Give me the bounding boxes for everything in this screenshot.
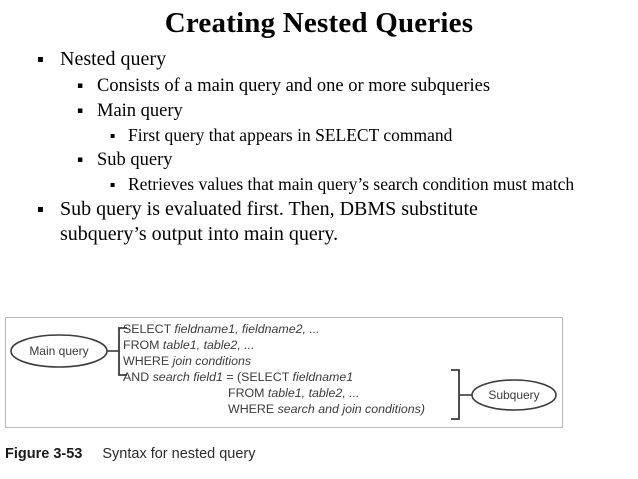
- bullet-marker-icon: ▪: [77, 81, 84, 91]
- bullet-text: Sub query: [97, 150, 173, 170]
- bullet-text: Consists of a main query and one or more…: [97, 76, 491, 96]
- sql-placeholder-fieldname: fieldname1: [293, 370, 354, 384]
- bullet-item-level2: ▪ Main query: [0, 99, 638, 123]
- subquery-line-from: FROM table1, table2, ...: [228, 386, 360, 400]
- bullet-text: First query that appears in SELECT comma…: [128, 125, 453, 145]
- sql-operator: = (SELECT: [223, 370, 293, 384]
- subquery-bracket: [451, 369, 460, 420]
- sql-line-where: WHERE join conditions: [123, 354, 251, 368]
- figure-graphic: Main query SELECT fieldname1, fieldname2…: [10, 322, 557, 420]
- bullet-marker-icon: ▪: [37, 204, 44, 215]
- sql-line-and: AND search field1 = (SELECT fieldname1: [123, 370, 353, 384]
- main-query-bracket: [118, 327, 127, 376]
- sql-keyword: WHERE: [123, 354, 173, 368]
- bullet-marker-icon: ▪: [110, 180, 116, 189]
- sql-placeholder: fieldname1, fieldname2, ...: [174, 322, 319, 336]
- bullet-item-level2: ▪ Consists of a main query and one or mo…: [0, 74, 638, 98]
- bullet-text: Main query: [97, 101, 183, 121]
- figure-caption-text: Syntax for nested query: [102, 446, 256, 462]
- sql-keyword: WHERE: [228, 402, 278, 416]
- bullet-marker-icon: ▪: [77, 155, 84, 165]
- subquery-ellipse: [471, 379, 557, 411]
- sql-line-from: FROM table1, table2, ...: [123, 338, 255, 352]
- sql-placeholder: table1, table2, ...: [163, 338, 255, 352]
- sql-line-select: SELECT fieldname1, fieldname2, ...: [123, 322, 320, 336]
- sql-placeholder: join conditions: [171, 354, 252, 368]
- sql-placeholder-search-field: search field1: [153, 370, 223, 384]
- main-query-ellipse-label: Main query: [29, 344, 88, 358]
- bullet-marker-icon: ▪: [110, 131, 116, 140]
- bullet-text: Retrieves values that main query’s searc…: [128, 174, 575, 194]
- bullet-text: Nested query: [60, 48, 167, 70]
- figure-caption: Figure 3-53 Syntax for nested query: [5, 446, 565, 462]
- sql-placeholder: table1, table2, ...: [268, 386, 360, 400]
- page-title: Creating Nested Queries: [164, 7, 474, 39]
- bullet-item-level3: ▪ Retrieves values that main query’s sea…: [0, 173, 638, 196]
- bullet-item-level3: ▪ First query that appears in SELECT com…: [0, 124, 638, 147]
- sql-placeholder: search and join conditions): [278, 402, 425, 416]
- figure-number: Figure 3-53: [5, 446, 83, 462]
- subquery-line-where: WHERE search and join conditions): [228, 402, 425, 416]
- bullet-item-level1: ▪ Sub query is evaluated first. Then, DB…: [0, 197, 638, 247]
- bullet-item-level2: ▪ Sub query: [0, 148, 638, 172]
- subquery-ellipse-label: Subquery: [488, 388, 539, 402]
- sql-keyword: AND: [123, 370, 153, 384]
- figure-syntax-diagram: Main query SELECT fieldname1, fieldname2…: [5, 317, 563, 428]
- sql-keyword: FROM: [123, 338, 163, 352]
- sql-keyword: SELECT: [123, 322, 174, 336]
- bullet-list: ▪ Nested query ▪ Consists of a main quer…: [0, 47, 638, 249]
- bullet-marker-icon: ▪: [37, 54, 44, 65]
- bullet-item-level1: ▪ Nested query: [0, 47, 638, 72]
- bullet-text: Sub query is evaluated first. Then, DBMS…: [60, 198, 478, 245]
- sql-keyword: FROM: [228, 386, 268, 400]
- bullet-marker-icon: ▪: [77, 106, 84, 116]
